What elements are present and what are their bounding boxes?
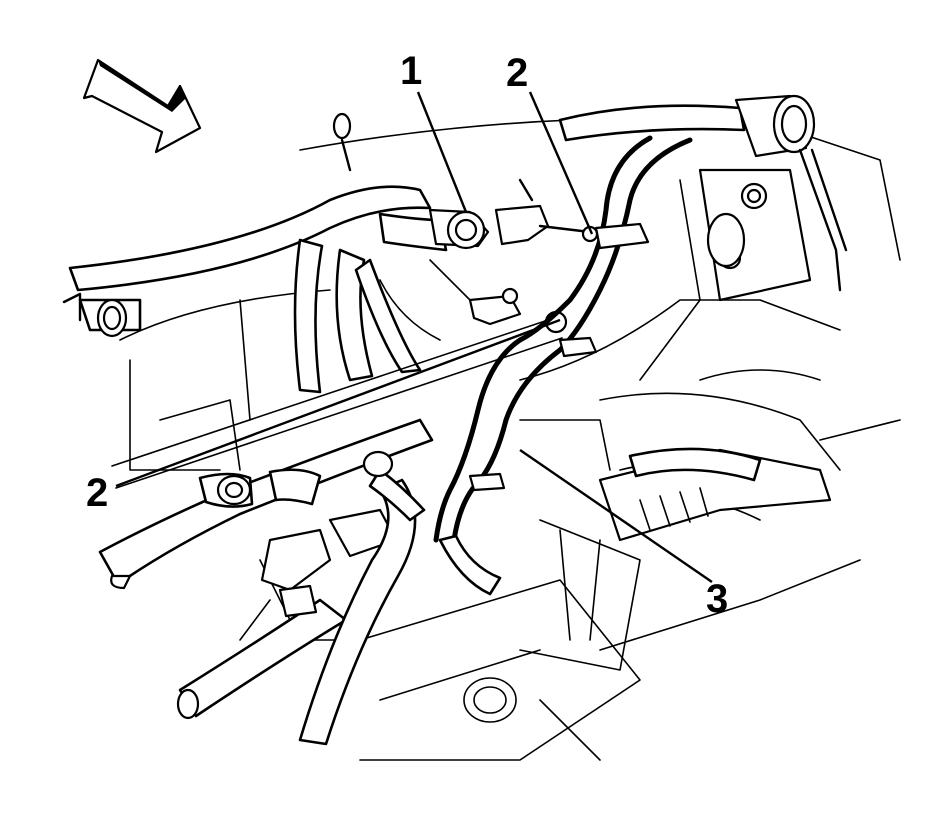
upper-radiator-hose [68, 185, 432, 292]
callout-3: 3 [706, 577, 728, 621]
lower-radiator-hose [98, 418, 434, 590]
callout-2-top: 2 [506, 51, 528, 95]
leader-3 [519, 449, 713, 583]
hose-bracket [468, 178, 599, 326]
callout-2-left: 2 [86, 471, 108, 515]
leader-1 [416, 91, 468, 213]
callout-1: 1 [400, 49, 422, 93]
heater-hoses [293, 212, 448, 394]
lower-left-hose [176, 508, 398, 720]
leader-lines [115, 91, 713, 583]
callouts: 1 2 2 3 [86, 49, 728, 621]
vertical-hose [298, 450, 426, 746]
leader-2-left [115, 318, 561, 488]
highlighted-hose [433, 135, 693, 596]
direction-arrow-icon [82, 58, 202, 154]
steering-rack [598, 447, 832, 542]
left-hose-clamp [62, 292, 142, 338]
leader-2-top [528, 91, 594, 235]
dipstick-handle [332, 112, 352, 172]
right-engine-components [558, 94, 848, 302]
hose-fitting [428, 208, 490, 250]
